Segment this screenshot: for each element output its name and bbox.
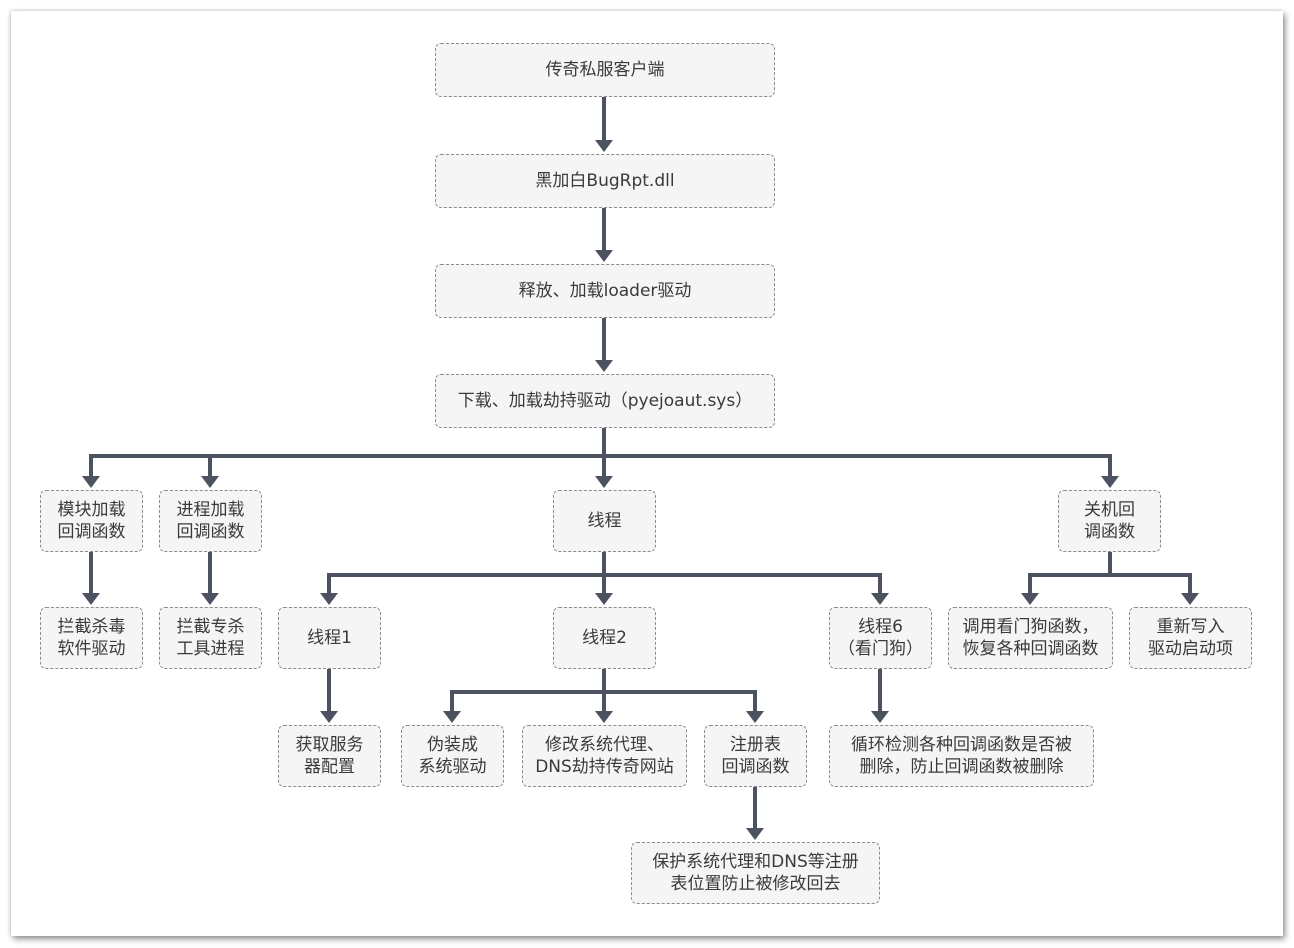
arrow-head: [595, 360, 613, 372]
node-process-callback: 进程加载 回调函数: [159, 490, 262, 552]
arrow-head: [746, 828, 764, 840]
node-thread1: 线程1: [278, 607, 381, 669]
arrow-head: [595, 711, 613, 723]
arrow-head: [595, 476, 613, 488]
node-call-watchdog: 调用看门狗函数， 恢复各种回调函数: [948, 607, 1113, 669]
arrow-head: [320, 593, 338, 605]
arrow-head: [82, 476, 100, 488]
node-fake-driver: 伪装成 系统驱动: [401, 725, 504, 787]
node-loop-detect: 循环检测各种回调函数是否被 删除，防止回调函数被删除: [829, 725, 1094, 787]
node-get-server: 获取服务 器配置: [278, 725, 381, 787]
arrow-head: [82, 593, 100, 605]
node-thread6: 线程6 （看门狗）: [829, 607, 932, 669]
arrow-head: [871, 711, 889, 723]
arrow-head: [443, 711, 461, 723]
node-threads: 线程: [553, 490, 656, 552]
arrow-head: [595, 140, 613, 152]
node-thread2: 线程2: [553, 607, 656, 669]
node-block-av: 拦截杀毒 软件驱动: [40, 607, 143, 669]
arrow-head: [201, 593, 219, 605]
node-client: 传奇私服客户端: [435, 43, 775, 97]
arrow-head: [1181, 593, 1199, 605]
arrow-head: [595, 250, 613, 262]
arrow-head: [746, 711, 764, 723]
arrow-head: [320, 711, 338, 723]
arrow-head: [1021, 593, 1039, 605]
node-modify-proxy: 修改系统代理、 DNS劫持传奇网站: [522, 725, 687, 787]
node-bugrpt: 黑加白BugRpt.dll: [435, 154, 775, 208]
node-release-loader: 释放、加载loader驱动: [435, 264, 775, 318]
node-hijack-driver: 下载、加载劫持驱动（pyejoaut.sys）: [435, 374, 775, 428]
node-reg-callback: 注册表 回调函数: [704, 725, 807, 787]
node-rewrite-start: 重新写入 驱动启动项: [1129, 607, 1252, 669]
arrow-head: [201, 476, 219, 488]
arrow-head: [1101, 476, 1119, 488]
node-protect-reg: 保护系统代理和DNS等注册 表位置防止被修改回去: [631, 842, 880, 904]
arrow-head: [871, 593, 889, 605]
node-module-callback: 模块加载 回调函数: [40, 490, 143, 552]
node-shutdown-callback: 关机回 调函数: [1058, 490, 1161, 552]
arrow-head: [595, 593, 613, 605]
node-block-tools: 拦截专杀 工具进程: [159, 607, 262, 669]
